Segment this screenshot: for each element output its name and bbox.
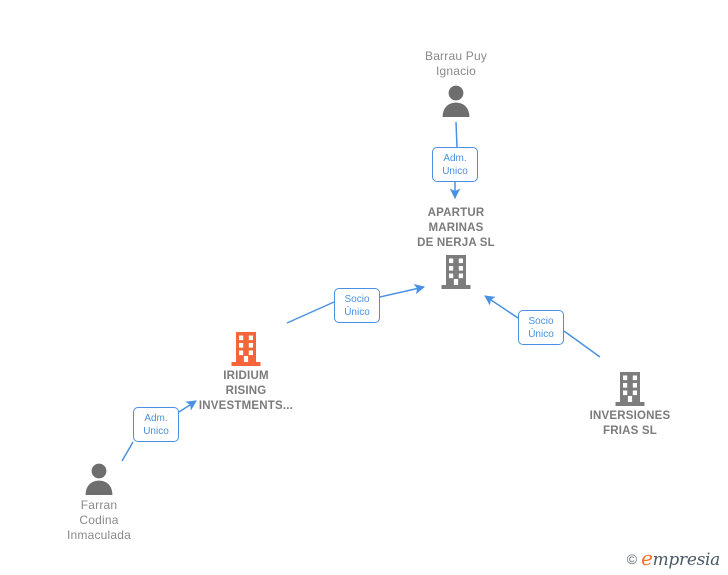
building-icon	[440, 255, 472, 289]
building-icon	[614, 372, 646, 406]
relation-tag-socio-unico-iridium-apartur[interactable]: Socio Único	[334, 288, 380, 323]
node-company-inversiones-frias-sl[interactable]: INVERSIONES FRIAS SL	[550, 372, 710, 439]
node-label: IRIDIUM RISING INVESTMENTS...	[198, 370, 294, 412]
relation-tag-socio-unico-inversiones-apartur[interactable]: Socio Único	[518, 310, 564, 345]
building-icon-focus	[230, 332, 262, 366]
node-person-farran-codina-inmaculada[interactable]: Farran Codina Inmaculada	[19, 461, 179, 543]
empresia-watermark: © empresia	[626, 548, 721, 569]
node-company-iridium-rising-investments[interactable]: IRIDIUM RISING INVESTMENTS...	[166, 332, 326, 414]
node-person-barrau-puy-ignacio[interactable]: Barrau Puy Ignacio	[376, 49, 536, 117]
node-label: Farran Codina Inmaculada	[66, 498, 132, 542]
node-label: INVERSIONES FRIAS SL	[589, 410, 671, 437]
node-label: Barrau Puy Ignacio	[424, 49, 488, 78]
copyright-icon: ©	[626, 550, 638, 567]
person-icon	[82, 461, 116, 495]
brand-rest: mpresia	[652, 550, 721, 570]
relation-tag-adm-unico-farran-iridium[interactable]: Adm. Unico	[133, 407, 179, 442]
person-icon	[439, 83, 473, 117]
relation-tag-adm-unico-barrau-apartur[interactable]: Adm. Unico	[432, 147, 478, 182]
brand-initial: e	[641, 546, 653, 570]
node-company-apartur-marinas-de-nerja-sl[interactable]: APARTUR MARINAS DE NERJA SL	[376, 206, 536, 289]
brand-wordmark: empresia	[641, 548, 720, 569]
node-label: APARTUR MARINAS DE NERJA SL	[417, 207, 495, 249]
